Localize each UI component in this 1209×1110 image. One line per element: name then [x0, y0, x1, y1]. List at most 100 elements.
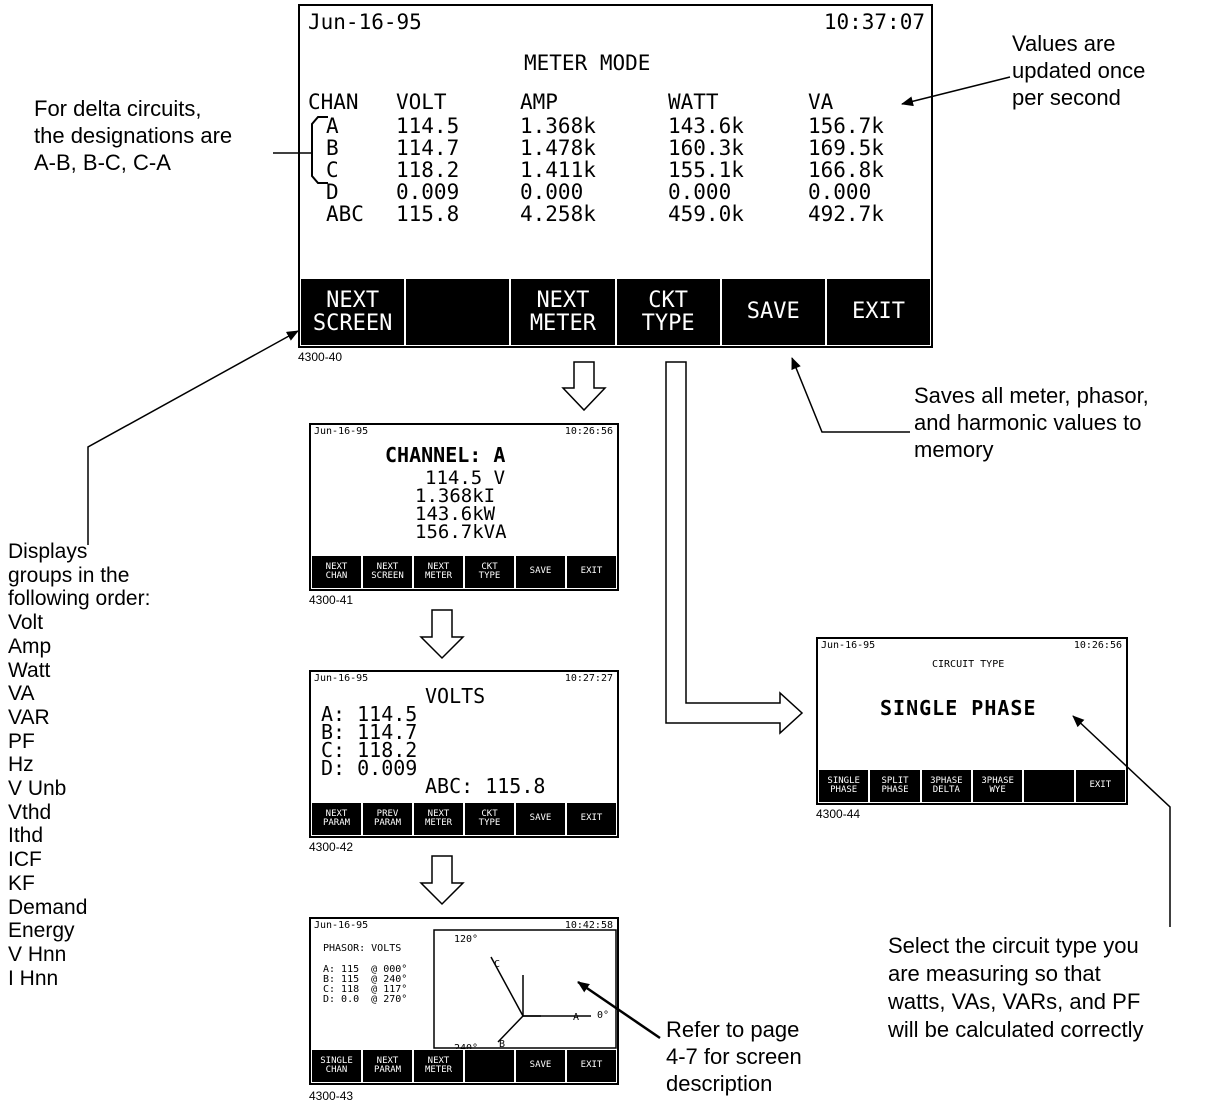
volts-total: ABC: 115.8: [425, 774, 546, 798]
table-cell: 1.411k: [520, 158, 596, 182]
figure-number: 4300-40: [298, 350, 343, 364]
softkey-label: SAVE: [746, 299, 800, 325]
note-line: Values are: [1012, 31, 1116, 56]
group-item: Ithd: [8, 824, 44, 848]
table-cell: 114.5: [396, 114, 460, 138]
note-line: and harmonic values to: [914, 410, 1142, 435]
softkey-exit[interactable]: EXIT: [567, 803, 616, 835]
volts-title: VOLTS: [425, 684, 486, 708]
table-cell: C: [326, 158, 339, 182]
softkey-label: CHAN: [325, 1065, 348, 1075]
softkey-label: CHAN: [325, 571, 348, 581]
figure-number: 4300-43: [309, 1089, 354, 1103]
note-line: will be calculated correctly: [888, 1017, 1144, 1042]
softkey-label: 3PHASE: [981, 775, 1014, 786]
softkey-exit[interactable]: EXIT: [826, 279, 931, 345]
table-cell: 492.7k: [808, 202, 884, 226]
group-item: ICF: [8, 848, 42, 872]
table-cell: 169.5k: [808, 136, 884, 160]
group-item: KF: [8, 871, 35, 895]
softkey-label: METER: [424, 571, 453, 581]
groups-intro: Displays: [8, 540, 88, 563]
screen-time: 10:37:07: [823, 10, 925, 34]
softkey-exit[interactable]: EXIT: [1075, 770, 1125, 802]
volts-line-1: B: 114.7: [321, 720, 418, 744]
softkey-blank[interactable]: [406, 279, 510, 345]
phasor-angle-240: 240°: [454, 1043, 478, 1054]
screen-time: 10:26:56: [1073, 640, 1122, 651]
table-cell: 0.009: [396, 180, 460, 204]
channel-value-1: 1.368kI: [415, 485, 496, 507]
figure-number: 4300-41: [309, 593, 354, 607]
softkey-exit[interactable]: EXIT: [567, 556, 616, 588]
note-line: Refer to page: [666, 1017, 800, 1042]
softkey-label: METER: [424, 818, 453, 828]
phasor-vector-c: C: [494, 959, 501, 970]
column-header: VOLT: [396, 90, 447, 114]
softkey-save[interactable]: SAVE: [516, 803, 565, 835]
screen-date: Jun-16-95: [314, 426, 369, 437]
note-line: Saves all meter, phasor,: [914, 383, 1149, 408]
screen-date: Jun-16-95: [308, 10, 422, 34]
screen-time: 10:27:27: [564, 673, 613, 684]
table-cell: ABC: [326, 202, 364, 226]
group-item: I Hnn: [8, 966, 59, 990]
phasor-line-3: D: 0.0 @ 270°: [323, 994, 408, 1005]
note-line: the designations are: [34, 123, 233, 148]
screen-date: Jun-16-95: [821, 640, 876, 651]
volts-line-3: D: 0.009: [321, 756, 418, 780]
table-cell: 156.7k: [808, 114, 884, 138]
figure-number: 4300-44: [816, 807, 861, 821]
column-header: WATT: [668, 90, 719, 114]
groups-list: Displays groups in the following order: …: [8, 540, 150, 990]
group-item: Volt: [8, 611, 44, 635]
softkey-label: PARAM: [322, 818, 351, 828]
softkey-label: NEXT: [427, 808, 450, 819]
softkey-save[interactable]: SAVE: [721, 279, 825, 345]
softkey-label: SCREEN: [371, 571, 404, 581]
softkey-save[interactable]: SAVE: [516, 556, 565, 588]
softkey-blank[interactable]: [1024, 770, 1074, 802]
table-cell: 115.8: [396, 202, 460, 226]
softkey-label: DELTA: [932, 785, 960, 795]
table-cell: 166.8k: [808, 158, 884, 182]
table-cell: 0.000: [668, 180, 732, 204]
softkey-save[interactable]: SAVE: [516, 1050, 565, 1082]
phasor-vector-a: A: [573, 1012, 580, 1023]
note-line: For delta circuits,: [34, 96, 202, 121]
table-cell: 160.3k: [668, 136, 744, 160]
softkey-exit[interactable]: EXIT: [567, 1050, 616, 1082]
column-header: VA: [808, 90, 834, 114]
note-line: A-B, B-C, C-A: [34, 150, 171, 175]
volts-line-0: A: 114.5: [321, 702, 418, 726]
softkey-blank[interactable]: [465, 1050, 514, 1082]
channel-title: CHANNEL: A: [385, 443, 506, 467]
softkey-label: NEXT: [427, 1055, 450, 1066]
softkey-label: CKT: [481, 808, 498, 819]
note-line: watts, VAs, VARs, and PF: [888, 989, 1141, 1014]
select-note: Select the circuit type you are measurin…: [888, 932, 1144, 1044]
